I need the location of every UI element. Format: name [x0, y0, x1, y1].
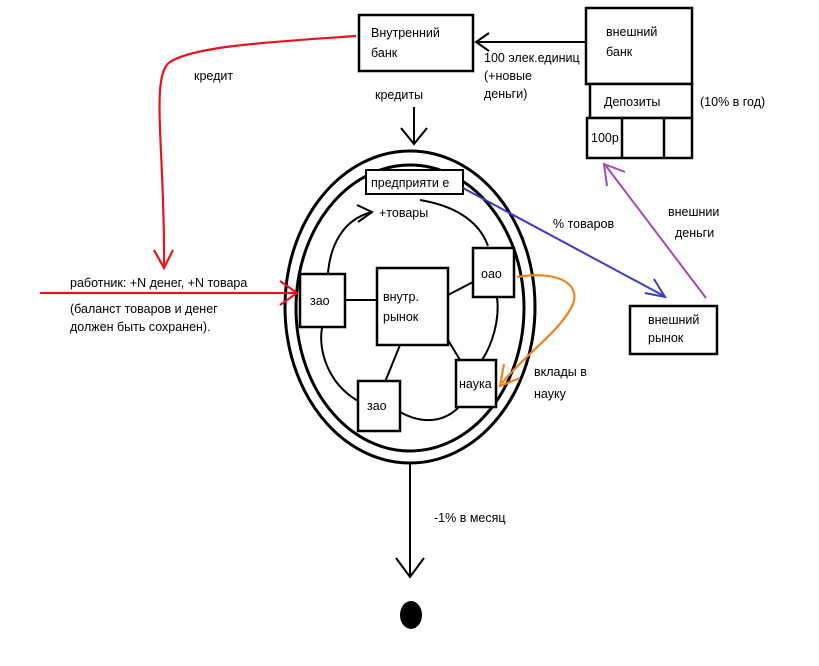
worker-label-3: должен быть сохранен). — [70, 320, 211, 334]
deposit-cell-label: 100р — [591, 131, 619, 145]
enterprise-box — [365, 169, 464, 195]
cycle-arrowhead — [356, 204, 374, 223]
deposits-label: Депозиты — [604, 95, 660, 109]
credits-arrowhead — [400, 127, 428, 146]
emission-label-3: деньги) — [484, 87, 527, 101]
link-market-science — [447, 339, 461, 361]
internal-market-label-2: рынок — [383, 310, 419, 324]
credit-arrowhead — [153, 249, 174, 271]
link-market-oao — [447, 281, 474, 296]
goods-plus-label: +товары — [379, 206, 428, 220]
cycle-link-zao-left — [320, 327, 361, 403]
external-bank-box — [584, 6, 694, 86]
credits-label: кредиты — [375, 88, 423, 102]
cycle-link-goods — [419, 199, 489, 247]
decay-label: -1% в месяц — [434, 511, 506, 525]
deposit-cells-box — [585, 116, 694, 160]
deposit-rate-label: (10% в год) — [700, 95, 765, 109]
external-market-label-1: внешний — [648, 313, 699, 327]
external-money-label-1: внешнии — [668, 205, 719, 219]
science-label: наука — [459, 377, 492, 391]
oao-label: оао — [481, 267, 502, 281]
science-box — [454, 358, 498, 409]
worker-arrowhead — [279, 280, 299, 306]
external-bank-label-2: банк — [606, 45, 633, 59]
zao-left-label: зао — [310, 294, 330, 308]
emission-label-2: (+новые — [484, 69, 532, 83]
goods-export-arrowhead — [644, 278, 668, 299]
science-deposits-label-2: науку — [534, 387, 567, 401]
worker-label-1: работник: +N денег, +N товара — [70, 276, 247, 290]
zao-bottom-label: зао — [367, 399, 387, 413]
cycle-link-bottom — [399, 407, 459, 422]
zao-bottom-box — [356, 379, 402, 433]
science-deposit-arrowhead — [498, 363, 521, 388]
external-market-box — [628, 304, 719, 356]
science-deposits-label-1: вклады в — [534, 365, 587, 379]
decay-arrowhead — [395, 557, 425, 579]
internal-market-label-1: внутр. — [383, 290, 419, 304]
sink-dot — [400, 601, 422, 629]
external-bank-label-1: внешний — [606, 25, 657, 39]
cycle-link-zao-top — [327, 211, 373, 274]
internal-bank-label-1: Внутренний — [371, 26, 440, 40]
credit-arrow — [158, 34, 357, 266]
goods-percent-label: % товаров — [553, 217, 614, 231]
worker-label-2: (баланст товаров и денег — [70, 302, 218, 316]
economy-inner-ring — [294, 163, 526, 453]
credit-label: кредит — [194, 69, 233, 83]
internal-bank-box — [357, 13, 475, 73]
emission-arrowhead — [474, 32, 490, 52]
link-market-zao-bottom — [384, 344, 401, 383]
internal-bank-label-2: банк — [371, 46, 398, 60]
zao-left-box — [298, 272, 347, 329]
enterprise-label: предприяти е — [371, 176, 449, 190]
external-money-arrowhead — [602, 162, 626, 187]
cycle-link-oao-science — [481, 296, 499, 361]
internal-market-box — [375, 266, 450, 347]
goods-export-arrow — [462, 187, 665, 297]
external-market-label-2: рынок — [648, 331, 684, 345]
science-deposit-arrow — [501, 274, 576, 384]
oao-box — [471, 246, 516, 299]
external-money-arrow — [605, 165, 707, 299]
external-money-label-2: деньги — [675, 226, 714, 240]
emission-label-1: 100 элек.единиц — [484, 51, 580, 65]
